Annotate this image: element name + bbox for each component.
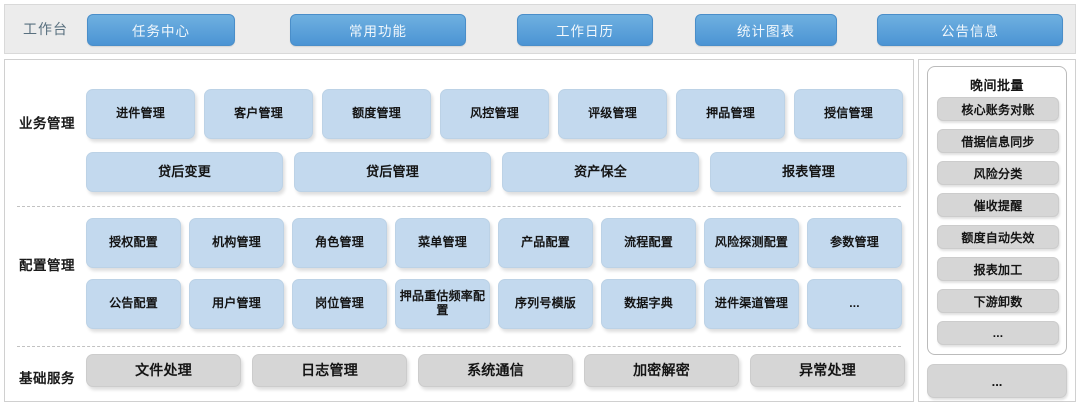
card-business-1-6[interactable]: 押品管理 [676,89,785,139]
card-basic-1-5[interactable]: 异常处理 [750,354,905,387]
card-config-2-3[interactable]: 岗位管理 [292,279,387,329]
card-config-1-5[interactable]: 产品配置 [498,218,593,268]
main-panel: 业务管理进件管理客户管理额度管理风控管理评级管理押品管理授信管理贷后变更贷后管理… [4,59,914,402]
card-config-2-1[interactable]: 公告配置 [86,279,181,329]
card-config-2-6[interactable]: 数据字典 [601,279,696,329]
nightly-batch-box: 晚间批量 核心账务对账借据信息同步风险分类催收提醒额度自动失效报表加工下游卸数.… [927,66,1067,355]
section-label-business: 业务管理 [19,116,75,131]
card-config-1-8[interactable]: 参数管理 [807,218,902,268]
card-config-2-8[interactable]: ... [807,279,902,329]
card-business-1-2[interactable]: 客户管理 [204,89,313,139]
card-config-2-5[interactable]: 序列号模版 [498,279,593,329]
right-panel: 晚间批量 核心账务对账借据信息同步风险分类催收提醒额度自动失效报表加工下游卸数.… [918,59,1076,402]
section-label-basic: 基础服务 [19,371,75,386]
card-business-2-4[interactable]: 报表管理 [710,152,907,192]
top-navigation-bar: 工作台 任务中心 常用功能 工作日历 统计图表 公告信息 [4,4,1076,54]
card-config-2-7[interactable]: 进件渠道管理 [704,279,799,329]
tab-5[interactable]: 公告信息 [877,14,1063,46]
section-divider-2 [17,346,901,347]
tab-3[interactable]: 工作日历 [517,14,653,46]
section-divider-1 [17,206,901,207]
card-basic-1-1[interactable]: 文件处理 [86,354,241,387]
batch-item-8[interactable]: ... [937,321,1059,345]
card-basic-1-4[interactable]: 加密解密 [584,354,739,387]
batch-item-5[interactable]: 额度自动失效 [937,225,1059,249]
batch-item-6[interactable]: 报表加工 [937,257,1059,281]
batch-item-2[interactable]: 借据信息同步 [937,129,1059,153]
card-business-1-3[interactable]: 额度管理 [322,89,431,139]
card-config-1-6[interactable]: 流程配置 [601,218,696,268]
card-config-1-3[interactable]: 角色管理 [292,218,387,268]
card-basic-1-2[interactable]: 日志管理 [252,354,407,387]
workbench-label: 工作台 [23,21,68,37]
card-basic-1-3[interactable]: 系统通信 [418,354,573,387]
card-config-2-4[interactable]: 押品重估频率配置 [395,279,490,329]
card-business-1-1[interactable]: 进件管理 [86,89,195,139]
section-label-config: 配置管理 [19,258,75,273]
batch-item-7[interactable]: 下游卸数 [937,289,1059,313]
right-more-button[interactable]: ... [927,364,1067,398]
tab-1[interactable]: 任务中心 [87,14,235,46]
card-config-1-4[interactable]: 菜单管理 [395,218,490,268]
tab-4[interactable]: 统计图表 [695,14,837,46]
card-business-2-3[interactable]: 资产保全 [502,152,699,192]
card-config-1-1[interactable]: 授权配置 [86,218,181,268]
card-business-1-7[interactable]: 授信管理 [794,89,903,139]
batch-item-3[interactable]: 风险分类 [937,161,1059,185]
card-business-2-2[interactable]: 贷后管理 [294,152,491,192]
nightly-batch-title: 晚间批量 [969,78,1024,93]
card-config-1-2[interactable]: 机构管理 [189,218,284,268]
card-config-1-7[interactable]: 风险探测配置 [704,218,799,268]
card-business-2-1[interactable]: 贷后变更 [86,152,283,192]
batch-item-4[interactable]: 催收提醒 [937,193,1059,217]
card-business-1-4[interactable]: 风控管理 [440,89,549,139]
card-business-1-5[interactable]: 评级管理 [558,89,667,139]
tab-2[interactable]: 常用功能 [290,14,466,46]
batch-item-1[interactable]: 核心账务对账 [937,97,1059,121]
card-config-2-2[interactable]: 用户管理 [189,279,284,329]
